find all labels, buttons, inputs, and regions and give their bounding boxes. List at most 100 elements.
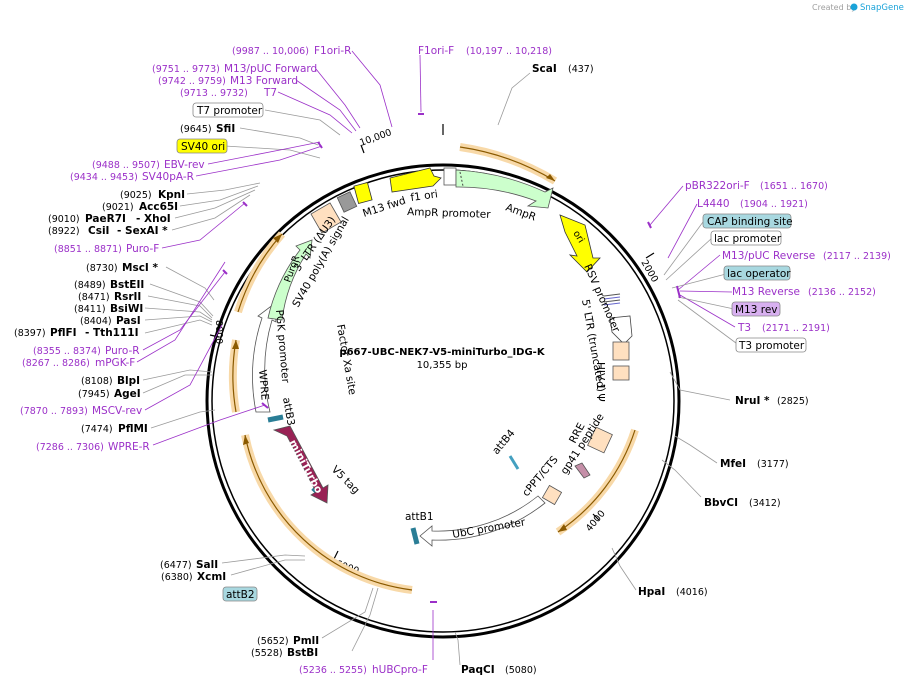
primer-markers <box>222 113 681 603</box>
enzyme-nrui[interactable]: NruI * <box>735 395 770 407</box>
ltr5-feature[interactable] <box>612 341 630 361</box>
sv40-ori-label: SV40 ori <box>181 141 225 153</box>
enzyme-acc65i[interactable]: Acc65I <box>139 201 178 213</box>
enzyme-paer7i[interactable]: PaeR7I <box>85 213 126 225</box>
primer-sv40pa-pos: (9434 .. 9453) <box>70 172 138 183</box>
ampr-arrow[interactable] <box>455 169 554 209</box>
primer-sv40pa[interactable]: SV40pA-R <box>142 171 194 183</box>
attb3-label: attB3 <box>280 396 297 426</box>
enzyme-pflmi-pos: (7474) <box>81 424 113 435</box>
ampr-promoter-feature[interactable] <box>443 167 457 186</box>
primer-l4440[interactable]: L4440 <box>697 198 730 210</box>
gp41-feature[interactable] <box>574 462 591 479</box>
primer-ebvrev[interactable]: EBV-rev <box>164 159 205 171</box>
m13-fwd-feature[interactable] <box>353 182 373 204</box>
primer-f1ori-f[interactable]: F1ori-F <box>418 45 454 57</box>
enzyme-agei[interactable]: AgeI <box>114 388 141 400</box>
enzyme-pflmi[interactable]: PflMI <box>118 423 148 435</box>
f1-ori-arrow[interactable] <box>389 167 442 193</box>
enzyme-bbvci[interactable]: BbvCI <box>704 497 738 509</box>
backbone-inner-strand <box>211 169 675 633</box>
primer-m13fwd[interactable]: M13 Forward <box>230 75 298 87</box>
plasmid-size: 10,355 bp <box>417 360 468 371</box>
attb2-box-label: attB2 <box>226 589 255 601</box>
primer-m13fwd-pos: (9742 .. 9759) <box>158 76 226 87</box>
enzyme-bsiwi-pos: (8411) <box>74 304 106 315</box>
enzyme-kpni[interactable]: KpnI <box>158 189 185 201</box>
enzyme-hpai[interactable]: HpaI <box>638 586 665 598</box>
lac-promoter-box[interactable] <box>710 230 782 246</box>
cap-binding-site-box[interactable] <box>702 213 792 229</box>
enzyme-agei-pos: (7945) <box>78 389 110 400</box>
enzyme-sali[interactable]: SalI <box>196 559 218 571</box>
enzyme-mfei[interactable]: MfeI <box>720 458 746 470</box>
pgk-promoter-label: PGK promoter <box>273 309 291 384</box>
ltr3-feature[interactable] <box>310 202 342 234</box>
enzyme-pasi[interactable]: PasI <box>116 315 141 327</box>
attb2-box[interactable] <box>222 586 258 602</box>
primer-hubc[interactable]: hUBCpro-F <box>372 664 428 676</box>
ltr5-marks <box>603 293 621 306</box>
enzyme-bstbi[interactable]: BstBI <box>287 647 318 659</box>
hiv-psi-feature[interactable] <box>612 365 630 381</box>
sv40-ori-box[interactable] <box>176 138 228 154</box>
enzyme-blpi[interactable]: BlpI <box>117 375 140 387</box>
enzyme-pflfi[interactable]: PflFI <box>50 327 77 339</box>
t7-promoter-label: T7 promoter <box>196 105 263 117</box>
primer-purof[interactable]: Puro-F <box>126 243 159 255</box>
enzyme-rsrii-pos: (8471) <box>78 292 110 303</box>
primer-t3-pos: (2171 .. 2191) <box>762 323 830 334</box>
attb1-feature[interactable] <box>410 527 420 545</box>
primer-purof-pos: (8851 .. 8871) <box>54 244 122 255</box>
primer-wprer[interactable]: WPRE-R <box>108 441 150 453</box>
m13-rev-box-label: M13 rev <box>735 304 778 316</box>
sv40-ori-feature[interactable] <box>336 191 358 213</box>
primer-mscvrev[interactable]: MSCV-rev <box>92 405 142 417</box>
t3-promoter-box[interactable] <box>735 337 807 353</box>
ori-arrow[interactable] <box>559 214 601 273</box>
enzyme-csii[interactable]: CsiI <box>88 225 109 237</box>
t7-promoter-box[interactable] <box>192 102 264 118</box>
lac-operator-box[interactable] <box>723 265 791 281</box>
enzyme-pmli[interactable]: PmlI <box>293 635 319 647</box>
enzyme-msci[interactable]: MscI * <box>122 262 158 274</box>
attb4-feature[interactable] <box>508 455 520 470</box>
enzyme-rsrii[interactable]: RsrII <box>114 291 141 303</box>
enzyme-paqci[interactable]: PaqCI <box>461 664 495 676</box>
enzyme-sfii[interactable]: SfiI <box>216 123 235 135</box>
enzyme-xcmi[interactable]: XcmI <box>197 571 226 583</box>
enzyme-paer7i-pos: (9010) <box>48 214 80 225</box>
puror-arrow[interactable] <box>267 239 313 321</box>
enzyme-xhoi[interactable]: - XhoI <box>136 213 171 225</box>
enzyme-nrui-pos: (2825) <box>777 396 809 407</box>
primer-pbr322[interactable]: pBR322ori-F <box>685 180 750 192</box>
credit-brand: SnapGene <box>860 3 904 13</box>
enzyme-pasi-pos: (8404) <box>80 316 112 327</box>
enzyme-bsteii[interactable]: BstEII <box>110 279 144 291</box>
enzyme-scai[interactable]: ScaI <box>532 63 557 75</box>
rsv-promoter-arrow[interactable] <box>609 315 633 345</box>
attb4-label: attB4 <box>490 427 518 457</box>
m13-rev-box[interactable] <box>731 301 781 317</box>
primer-m13pucrev[interactable]: M13/pUC Reverse <box>722 250 815 262</box>
enzyme-sali-pos: (6477) <box>160 560 192 571</box>
t3-promoter-label: T3 promoter <box>738 340 805 352</box>
primer-m13rev[interactable]: M13 Reverse <box>732 286 800 298</box>
enzyme-sexai[interactable]: - SexAI * <box>117 225 168 237</box>
primer-puror[interactable]: Puro-R <box>105 345 140 357</box>
primer-t3[interactable]: T3 <box>737 322 751 334</box>
primer-mpgkf[interactable]: mPGK-F <box>95 357 135 369</box>
rre-feature[interactable] <box>587 426 613 454</box>
factor-xa-label: Factor Xa site <box>334 323 358 395</box>
enzyme-sfii-pos: (9645) <box>180 124 212 135</box>
attb3-feature[interactable] <box>267 414 284 423</box>
orf-arcs <box>228 143 639 594</box>
primer-f1ori-r[interactable]: F1ori-R <box>314 45 351 57</box>
enzyme-tth111i[interactable]: - Tth111I <box>85 327 139 339</box>
miniturbo-arrow[interactable] <box>272 425 329 504</box>
primer-m13puc[interactable]: M13/pUC Forward <box>224 63 317 75</box>
cppt-feature[interactable] <box>541 484 563 506</box>
ubc-promoter-arrow[interactable] <box>419 495 546 547</box>
primer-t7[interactable]: T7 <box>263 87 277 99</box>
enzyme-bsiwi[interactable]: BsiWI <box>110 303 143 315</box>
